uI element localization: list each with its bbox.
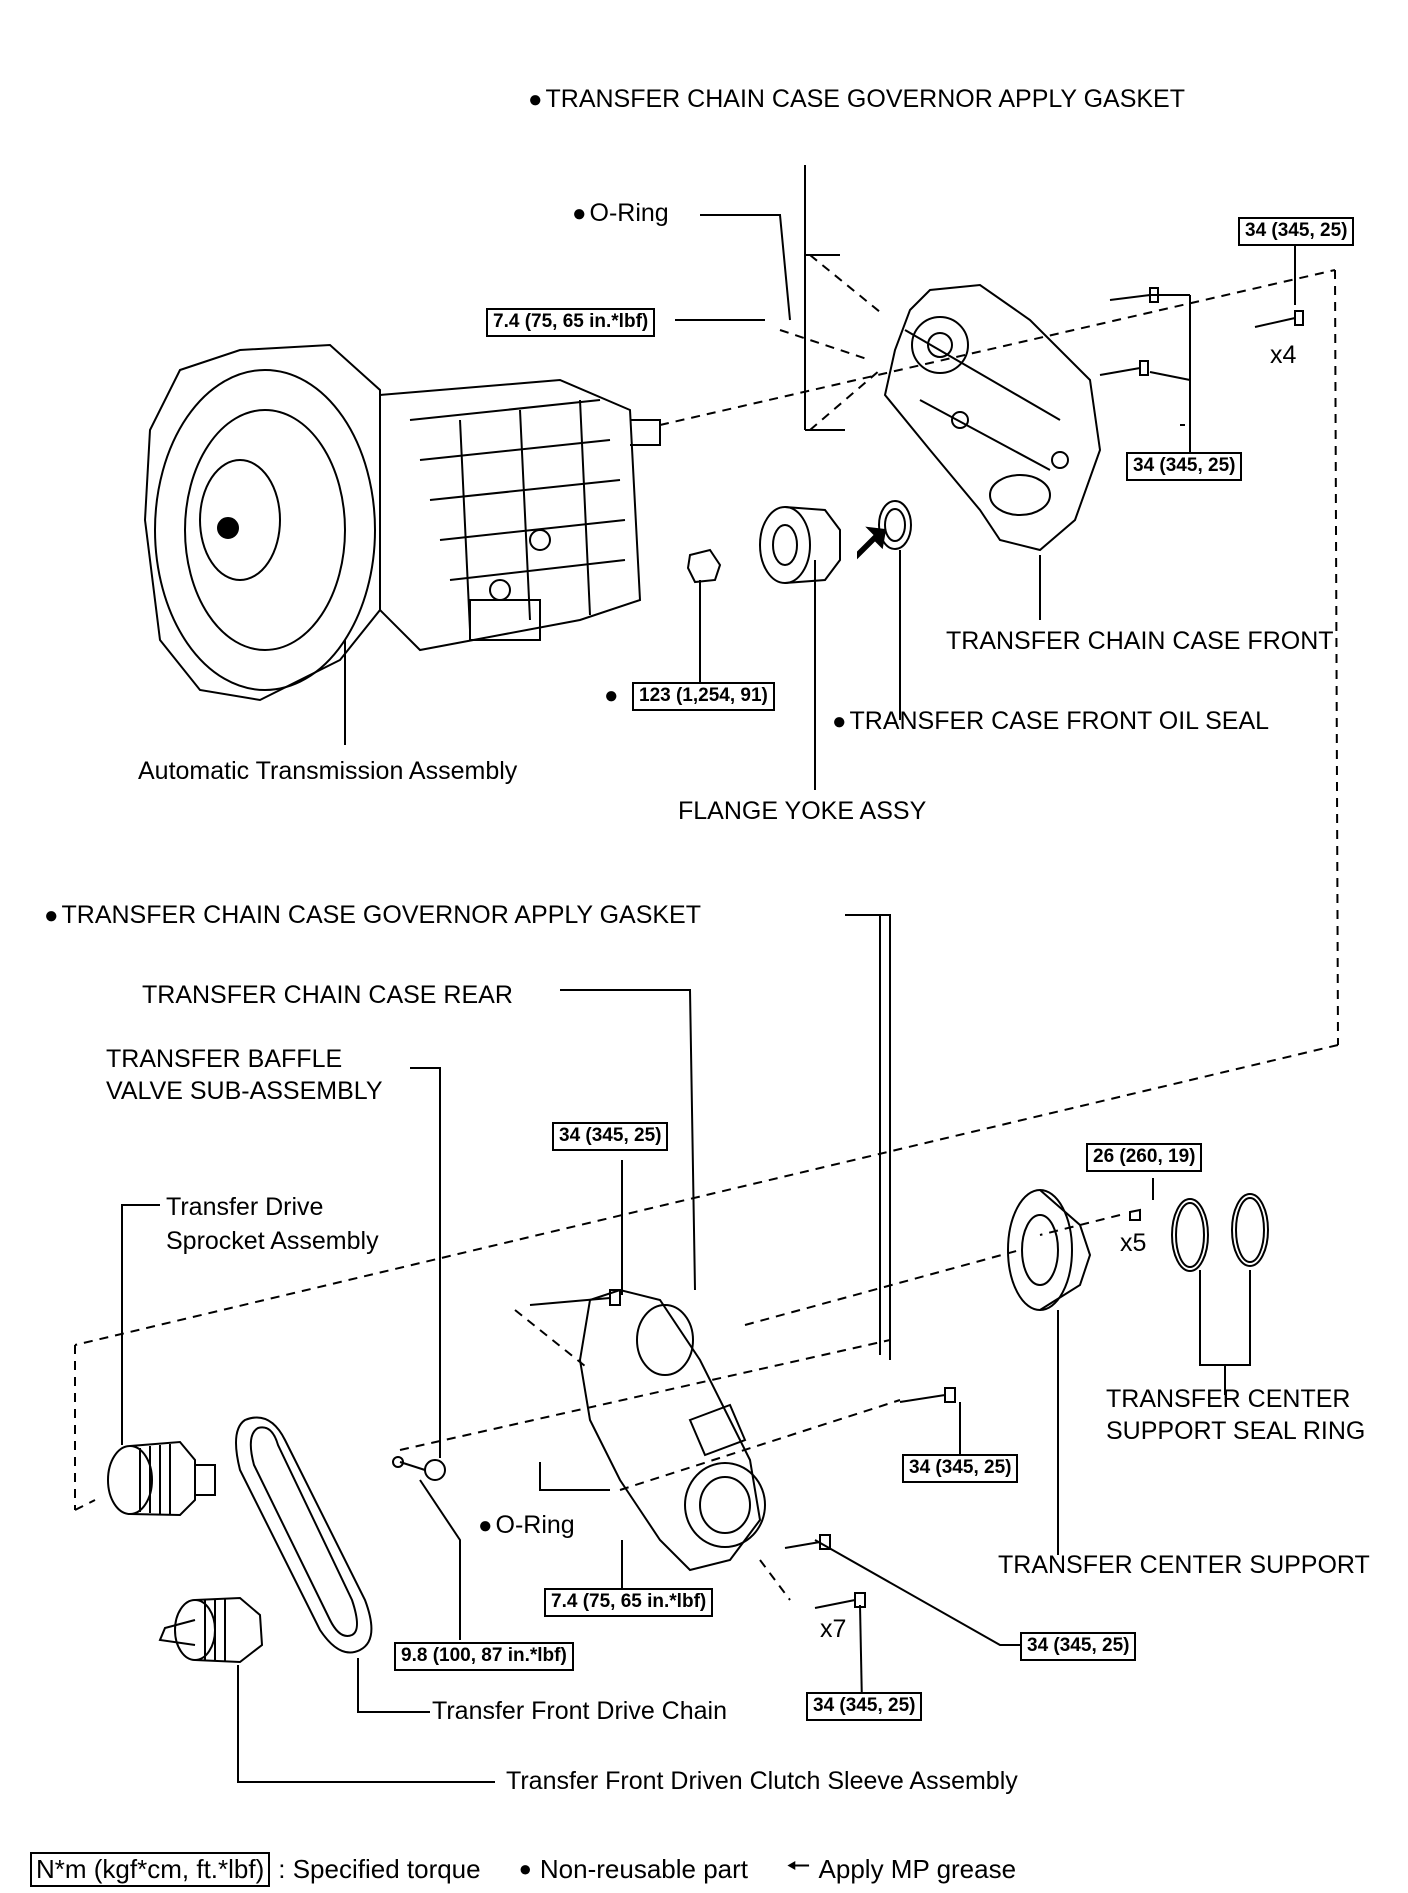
label-oil-seal: TRANSFER CASE FRONT OIL SEAL: [832, 706, 1270, 737]
label-oring-top: O-Ring: [572, 198, 669, 229]
label-seal-ring-2: SUPPORT SEAL RING: [1106, 1417, 1366, 1445]
assembly-dashed-lines: [74, 254, 1339, 1601]
legend-unit-box: N*m (kgf*cm, ft.*lbf): [30, 1851, 271, 1887]
label-case-front: TRANSFER CHAIN CASE FRONT: [946, 627, 1334, 655]
torque-26: 26 (260, 19): [1086, 1143, 1203, 1172]
flange-yoke-drawing: [759, 506, 841, 584]
label-x5: x5: [1120, 1229, 1147, 1257]
label-flange-yoke: FLANGE YOKE ASSY: [678, 797, 927, 825]
case-front-bolts-drawing: [1099, 287, 1304, 426]
label-x7: x7: [820, 1615, 847, 1643]
label-drive-sprocket-2: Sprocket Assembly: [166, 1227, 379, 1255]
label-seal-ring-1: TRANSFER CENTER: [1106, 1385, 1351, 1413]
torque-34-br: 34 (345, 25): [1020, 1632, 1137, 1661]
legend-nonreusable-text: Non-reusable part: [539, 1853, 749, 1884]
clutch-sleeve-drawing: [158, 1596, 264, 1664]
oil-seal-drawing: [878, 500, 912, 550]
case-rear-bolts-drawing: [529, 1208, 1141, 1609]
baffle-valve-drawing: [392, 1456, 446, 1481]
label-case-rear: TRANSFER CHAIN CASE REAR: [142, 981, 513, 1009]
center-support-drawing: [1007, 1189, 1092, 1311]
mp-grease-legend-arrow-icon: 🠔: [786, 1850, 811, 1881]
flange-nut-drawing: [686, 548, 722, 584]
label-clutch-sleeve: Transfer Front Driven Clutch Sleeve Asse…: [506, 1767, 1018, 1795]
legend: N*m (kgf*cm, ft.*lbf) : Specified torque…: [30, 1845, 1016, 1893]
label-baffle-2: VALVE SUB-ASSEMBLY: [106, 1077, 383, 1105]
drive-sprocket-drawing: [107, 1440, 216, 1517]
legend-grease-text: Apply MP grease: [818, 1853, 1017, 1884]
label-nut-marker: [604, 680, 622, 711]
torque-7-4-top: 7.4 (75, 65 in.*lbf): [486, 308, 656, 337]
nonreusable-dot-icon: ●: [518, 1856, 532, 1881]
label-at-assembly: Automatic Transmission Assembly: [138, 757, 518, 785]
label-oring-bottom: O-Ring: [478, 1510, 575, 1541]
label-gasket-bottom: TRANSFER CHAIN CASE GOVERNOR APPLY GASKE…: [44, 900, 702, 931]
torque-34-bottom: 34 (345, 25): [806, 1692, 923, 1721]
label-x4: x4: [1270, 341, 1297, 369]
label-drive-sprocket-1: Transfer Drive: [166, 1193, 324, 1221]
label-center-support: TRANSFER CENTER SUPPORT: [998, 1551, 1370, 1579]
torque-34-right: 34 (345, 25): [1126, 452, 1243, 481]
mp-grease-arrow-icon: [857, 526, 887, 560]
automatic-transmission-drawing: [143, 343, 661, 702]
label-gasket-top: TRANSFER CHAIN CASE GOVERNOR APPLY GASKE…: [528, 84, 1186, 115]
torque-34-mid: 34 (345, 25): [902, 1454, 1019, 1483]
transfer-case-front-drawing: [883, 283, 1102, 552]
transfer-case-rear-drawing: [578, 1288, 766, 1572]
legend-torque-text: : Specified torque: [278, 1853, 481, 1884]
torque-9-8: 9.8 (100, 87 in.*lbf): [394, 1642, 574, 1671]
drive-chain-drawing: [235, 1416, 373, 1654]
torque-34-top: 34 (345, 25): [1238, 217, 1355, 246]
seal-rings-drawing: [1171, 1193, 1269, 1272]
label-baffle-1: TRANSFER BAFFLE: [106, 1045, 343, 1073]
leader-lines: [121, 165, 1296, 1783]
torque-123: 123 (1,254, 91): [632, 682, 775, 711]
label-drive-chain: Transfer Front Drive Chain: [432, 1697, 727, 1725]
torque-34-rear: 34 (345, 25): [552, 1122, 669, 1151]
torque-7-4-bottom: 7.4 (75, 65 in.*lbf): [544, 1588, 714, 1617]
